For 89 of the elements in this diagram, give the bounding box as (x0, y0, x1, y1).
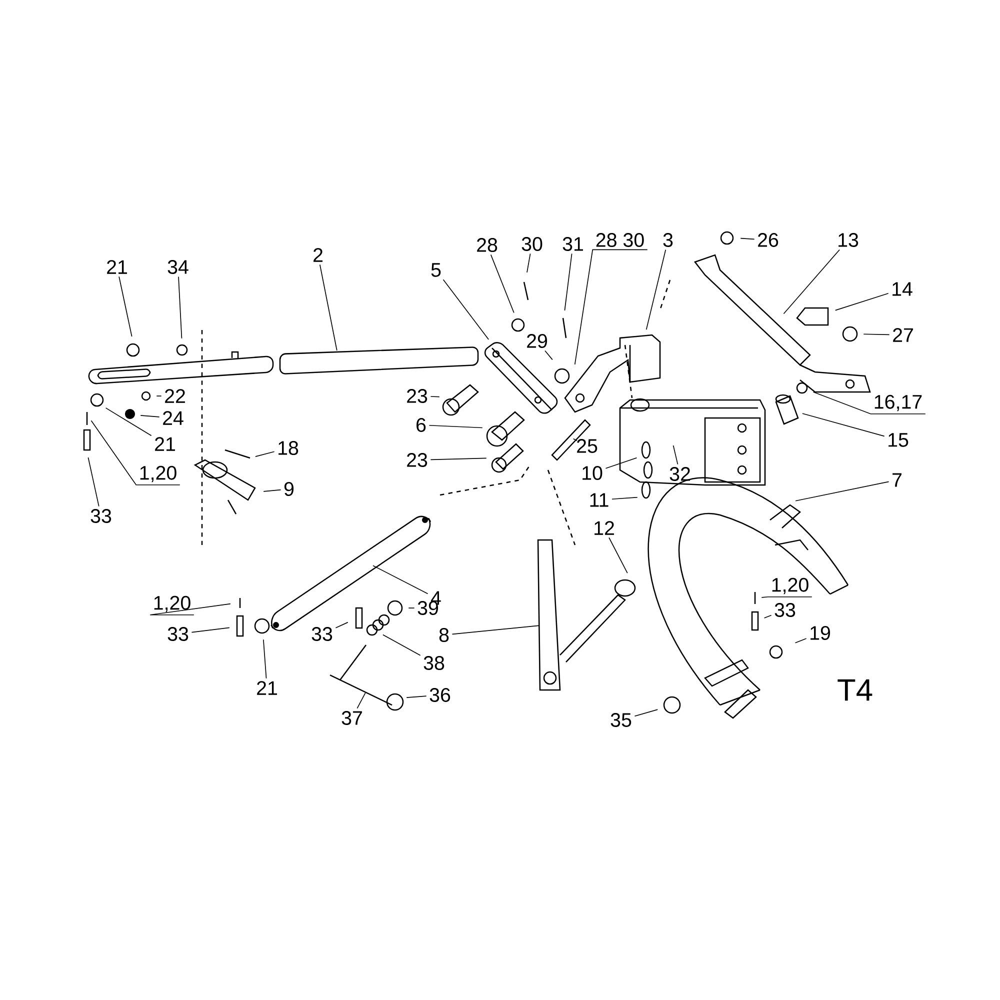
callout-number: 15 (888, 433, 908, 447)
leader-line (263, 489, 282, 492)
leader-line (191, 627, 230, 633)
leader-line (740, 238, 755, 240)
callout-number: 33 (774, 603, 796, 617)
callout-number: 12 (594, 521, 614, 535)
leader-line (795, 481, 890, 502)
callout-number: 27 (893, 328, 913, 342)
callout-number: 6 (416, 418, 426, 432)
callout-number: 38 (424, 656, 444, 670)
leader-line (672, 445, 678, 465)
leader-line (356, 692, 366, 709)
leader-line (88, 457, 100, 507)
callout-number: 9 (284, 482, 294, 496)
leader-line (255, 451, 275, 457)
leader-line (178, 276, 182, 339)
leader-line (372, 565, 428, 594)
leader-line (490, 254, 514, 314)
leader-line (118, 276, 132, 337)
leader-line (406, 696, 427, 698)
callout-number: 37 (342, 711, 362, 725)
callout-number: 25 (577, 439, 598, 453)
leader-line (150, 603, 231, 616)
callout-number: 8 (439, 628, 449, 642)
leader-line (794, 638, 807, 644)
leader-line (335, 622, 348, 628)
leader-line (430, 396, 440, 398)
callout-number: 33 (168, 627, 188, 641)
leader-line (452, 625, 540, 635)
callout-number: 33 (312, 627, 332, 641)
leader-line (430, 458, 487, 460)
leader-line (608, 537, 628, 574)
callout-number: 11 (590, 493, 608, 507)
leader-line (646, 249, 666, 330)
callout-number: 21 (257, 681, 277, 695)
callout-number: 13 (838, 233, 858, 247)
leader-line (442, 279, 490, 340)
leader-line (863, 334, 890, 336)
leader-line (544, 350, 553, 360)
callout-number: 32 (670, 467, 690, 481)
leader-line (612, 496, 638, 500)
callout-number: 3 (663, 233, 673, 247)
callout-number: 18 (278, 441, 298, 455)
callout-number: 22 (165, 389, 185, 403)
leader-line (605, 457, 638, 469)
leader-line (761, 596, 812, 598)
callout-number: 23 (407, 453, 428, 467)
callout-number: 24 (163, 411, 184, 425)
callout-number: 2 (314, 248, 322, 262)
leader-line (140, 415, 160, 418)
callout-number: 34 (168, 260, 188, 274)
leader-line (319, 264, 338, 351)
callout-number: 28 30 (596, 233, 644, 247)
leader-line (526, 253, 531, 273)
callout-number: 5 (431, 263, 441, 277)
callout-number: 7 (892, 473, 902, 487)
callout-number: 14 (892, 282, 912, 296)
callout-number: 29 (527, 334, 548, 348)
callout-number: 1,20 (154, 596, 190, 612)
leader-line (572, 438, 578, 442)
leader-line (263, 639, 267, 679)
leader-line (802, 413, 885, 437)
callout-number: 33 (90, 509, 112, 523)
leader-line (428, 424, 483, 428)
callout-number: 21 (155, 437, 175, 451)
callout-number: 1,20 (772, 578, 808, 594)
callout-number: 30 (522, 237, 542, 251)
callout-number: 23 (407, 389, 428, 403)
leader-line (764, 614, 772, 618)
leader-line (105, 408, 152, 436)
callout-number: 16,17 (874, 394, 922, 412)
leader-line (382, 634, 421, 656)
leader-line (783, 249, 840, 314)
callout-number: 36 (430, 688, 450, 702)
callout-number: 35 (610, 713, 632, 727)
leader-line (90, 420, 180, 486)
callout-number: 21 (107, 260, 127, 274)
leader-line (574, 249, 648, 365)
callout-number: 19 (810, 626, 830, 640)
sheet-label: T4 (838, 679, 872, 701)
leader-line (834, 292, 889, 311)
leader-line (564, 253, 572, 311)
leader-line (634, 709, 658, 717)
leader-line (812, 392, 926, 414)
callout-number: 31 (562, 237, 583, 251)
callout-number: 1,20 (140, 466, 176, 482)
callout-number: 10 (582, 466, 602, 480)
callout-number: 26 (758, 233, 778, 247)
callout-number: 28 (477, 238, 498, 252)
